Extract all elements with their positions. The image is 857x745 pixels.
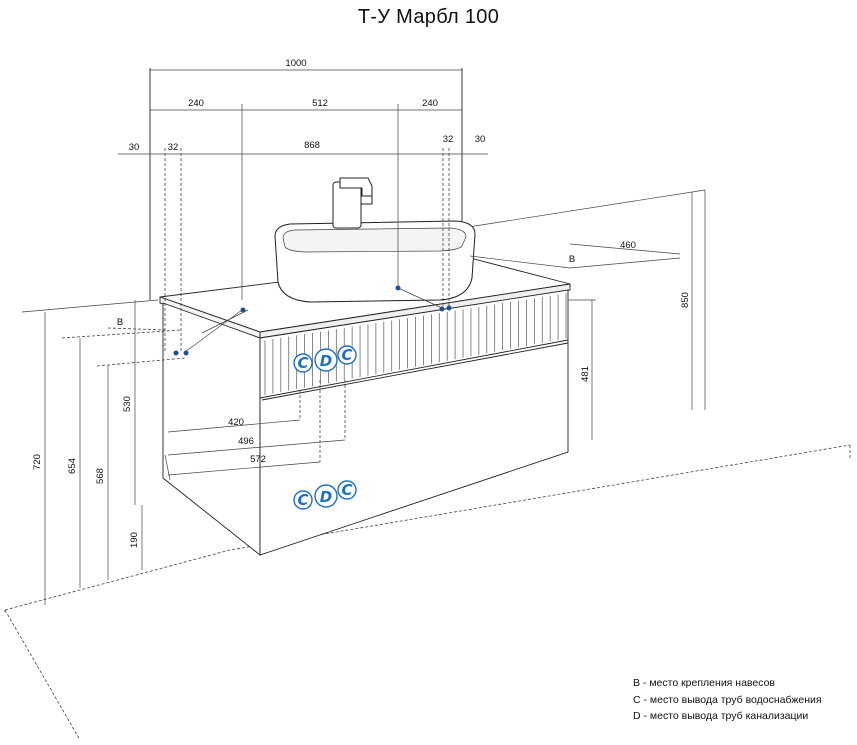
mount-point (446, 305, 452, 311)
mount-point (173, 350, 179, 356)
mount-point (183, 350, 189, 356)
pipe-marks-lower: C D C (293, 480, 357, 510)
dim-850: 850 (680, 292, 691, 308)
dim-240-right: 240 (422, 98, 438, 109)
mark-c: C (297, 354, 308, 372)
dim-b-left: B (117, 317, 123, 328)
mount-point (439, 306, 445, 312)
pipe-marks-upper: C D C (293, 345, 357, 373)
dim-30-right: 30 (475, 134, 486, 145)
wall-outline (149, 68, 706, 410)
dim-190: 190 (129, 532, 140, 548)
legend-item-b: B - место крепления навесов (633, 677, 776, 689)
top-dimensions: 1000 240 512 240 30 32 868 32 30 (118, 58, 488, 352)
legend-item-d: D - место вывода труб канализации (633, 710, 809, 722)
mount-point (395, 285, 401, 291)
mark-d: D (320, 488, 332, 506)
dim-420: 420 (228, 417, 244, 428)
right-dimensions: 460 B 481 850 (469, 192, 693, 440)
mark-c: C (341, 481, 352, 499)
dim-240-left: 240 (188, 98, 204, 109)
mount-point (240, 307, 246, 313)
mounting-points (173, 285, 452, 356)
drawing-title: Т-У Марбл 100 (357, 6, 500, 28)
dim-32-left: 32 (168, 142, 179, 153)
dim-b-right: B (569, 254, 575, 265)
dim-30-left: 30 (129, 142, 140, 153)
dim-868: 868 (304, 140, 320, 151)
basin (274, 220, 476, 303)
legend-item-c: C - место вывода труб водоснабжения (633, 694, 822, 706)
mark-c: C (341, 346, 352, 364)
floor-plane (4, 444, 851, 741)
dim-568: 568 (95, 468, 106, 484)
dim-496: 496 (238, 436, 254, 447)
mark-c: C (297, 491, 308, 509)
cabinet-body (162, 289, 569, 556)
dim-530: 530 (122, 396, 133, 412)
dim-460: 460 (620, 240, 636, 251)
dim-481: 481 (580, 366, 591, 382)
left-dimensions: 720 654 568 530 190 B 420 496 572 (21, 299, 346, 605)
dim-572: 572 (250, 454, 266, 465)
mark-d: D (320, 352, 332, 370)
dim-654: 654 (67, 458, 78, 474)
faucet (332, 177, 373, 229)
dim-32-right: 32 (443, 134, 454, 145)
dim-720: 720 (32, 454, 43, 470)
dim-1000: 1000 (285, 58, 306, 69)
dim-512: 512 (312, 98, 328, 109)
